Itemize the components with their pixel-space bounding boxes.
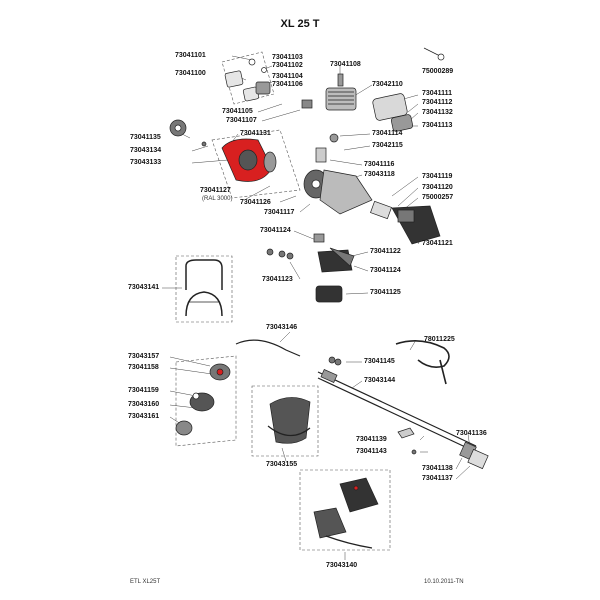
part-label: 73043140 [326,562,358,569]
part-label: 73043141 [128,284,160,291]
part-label: 73041116 [364,161,395,168]
diagram-title: XL 25 T [280,18,320,30]
part-label: 73041107 [226,117,257,124]
part-label: 73041101 [175,52,206,59]
part-label: 73041102 [272,62,303,69]
part-label: 73041137 [422,475,453,482]
part-label: 73043144 [364,377,396,384]
part-label: 73041124 [370,267,401,274]
part-label: 73041143 [356,448,387,455]
part-label: 73041120 [422,184,453,191]
part-label: 73042115 [372,142,403,149]
part-label: 73041117 [264,209,295,216]
part-label: 78011225 [424,336,455,343]
part-label: 73041158 [128,364,159,371]
part-label: 73041103 [272,54,303,61]
part-label: 73041104 [272,73,303,80]
part-label: 73041106 [272,81,303,88]
part-label: 73042110 [372,81,403,88]
part-label: 73043133 [130,159,162,166]
part-label: 73041123 [262,276,293,283]
part-label: 73041113 [422,122,453,129]
part-label: 75000257 [422,194,454,201]
part-label: 73041108 [330,61,361,68]
part-label: 73041127 [200,187,231,194]
part-label: 73041124 [260,227,291,234]
part-label: 73041139 [356,436,387,443]
part-label: 73041122 [370,248,401,255]
part-label: 73041111 [422,90,452,97]
part-label: 73041145 [364,358,395,365]
part-label: 73041125 [370,289,401,296]
part-label: 73041114 [372,130,403,137]
part-label: 73041105 [222,108,253,115]
part-label: 73043118 [364,171,395,178]
part-label: 73041100 [175,70,206,77]
part-label: 73043160 [128,401,160,408]
footer-doc-id: ETL XL25T [130,579,161,585]
part-label: 73041119 [422,173,453,180]
part-label: 73041131 [240,130,271,137]
part-label: 73041121 [422,240,453,247]
part-label: 73041135 [130,134,161,141]
part-label: 73043134 [130,147,162,154]
part-label: 73041159 [128,387,159,394]
part-label: 73043146 [266,324,298,331]
part-label: 75000289 [422,68,454,75]
part-label: 73041112 [422,99,453,106]
part-label: 73041136 [456,430,487,437]
ral-color-note: (RAL 3000) [202,196,233,202]
footer-date: 10.10.2011-TN [424,579,464,585]
part-label: 73043155 [266,461,298,468]
part-label: 73043161 [128,413,160,420]
part-label: 73043157 [128,353,160,360]
part-label: 73041138 [422,465,453,472]
part-label: 73041132 [422,109,453,116]
part-label: 73041126 [240,199,271,206]
